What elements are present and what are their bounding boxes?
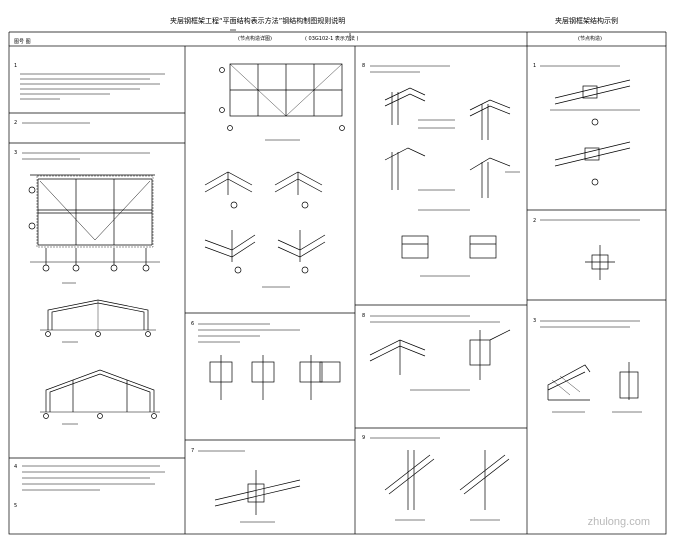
knee-joint-detail-b [277,230,326,274]
column-3: 8 [355,63,527,521]
column-1: 1 2 3 [9,63,185,509]
connection-plate-details [401,235,497,277]
beam-splice-detail [214,470,301,523]
column-base-detail-a [384,87,455,129]
column-base-detail-b [469,99,511,140]
right-title: 夹层钢框架结构示例 [555,16,618,25]
section-number: 7 [191,448,194,454]
ridge-joint-detail-a [204,171,253,209]
column-base-detail-c [384,147,455,191]
section-number: 1 [533,63,536,69]
plan-grid [219,63,345,141]
eave-detail [369,329,511,391]
section-number: 6 [191,321,194,327]
section-number: 3 [14,150,17,156]
bracing-node-details [384,450,510,521]
beam-section-details [209,355,341,400]
column-base-detail-d [469,157,520,198]
section-number: 4 [14,464,17,470]
section-number: 8 [362,313,365,319]
section-number: 5 [14,503,17,509]
ridge-joint-detail-b [274,171,323,209]
purlin-detail-a [550,79,640,126]
section-number: 9 [362,435,365,441]
subtitle-left: (节点构造详图) [238,35,272,42]
frame-elevation [28,174,160,284]
header-note: 图号 图 [14,39,31,45]
masonry-detail [547,364,591,413]
column-2: 6 7 [185,63,355,523]
sheet-frame [8,45,667,535]
watermark: zhulong.com [587,516,650,528]
main-title: 夹层钢框架工程“平面结构表示方法”钢结构制图规则说明 [170,16,345,25]
purlin-detail-b [554,141,631,186]
section-number: 8 [362,63,365,69]
right-subtitle: (节点构造) [578,35,602,42]
gable-detail [612,362,642,413]
section-number: 2 [533,218,536,224]
portal-frame-1 [40,299,156,343]
column-4: 1 2 3 [527,63,666,413]
section-number: 2 [14,120,17,126]
subtitle-right: ( 03G102-1 表示方法 ) [305,35,358,42]
wall-connection-detail [585,245,615,280]
knee-joint-detail-a [204,230,256,274]
section-number: 3 [533,318,536,324]
portal-frame-2 [40,369,160,425]
section-number: 1 [14,63,17,69]
